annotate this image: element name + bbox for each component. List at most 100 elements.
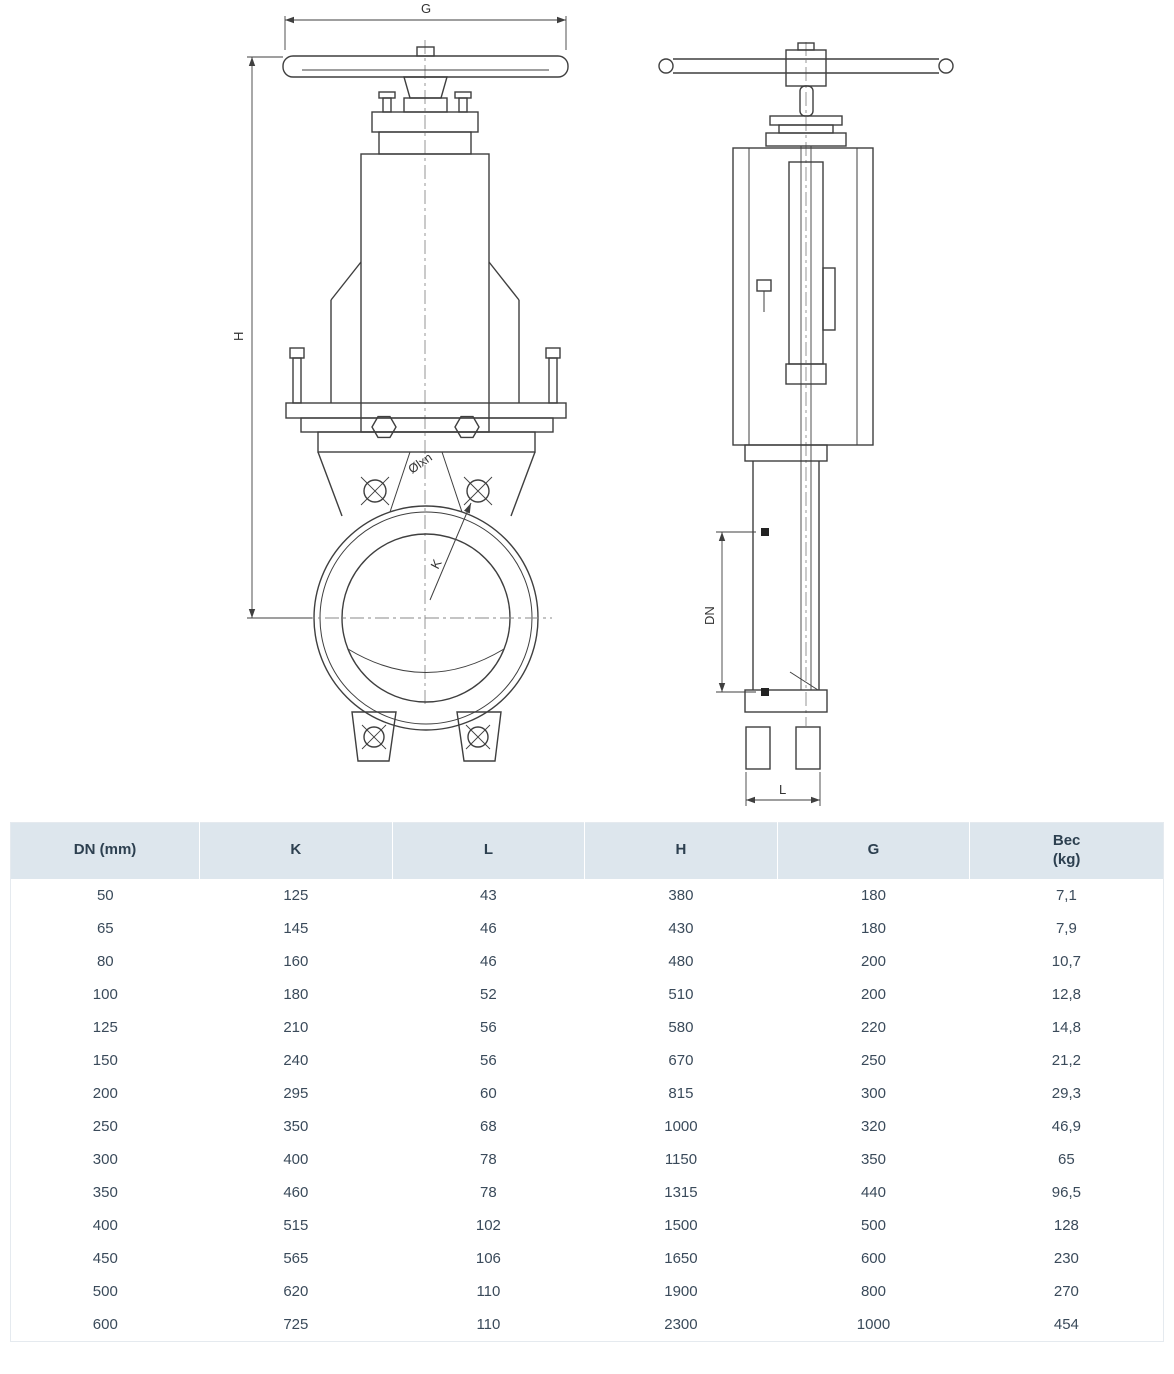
cell-bec: 230 [969,1241,1164,1275]
cell-k: 295 [199,1076,393,1110]
cell-bec: 96,5 [969,1175,1164,1209]
body-profile [744,444,828,770]
cell-l: 56 [392,1010,585,1044]
bolt-hole-left [363,479,387,503]
cell-bec: 128 [969,1208,1164,1242]
cell-bec: 46,9 [969,1109,1164,1143]
cell-k: 515 [199,1208,393,1242]
cell-bec: 10,7 [969,944,1164,978]
cell-dn: 100 [10,977,200,1011]
cell-g: 200 [777,944,970,978]
table-row: 250 350 68 1000 320 46,9 [10,1109,1164,1143]
table-row: 600 725 110 2300 1000 454 [10,1307,1164,1341]
page: G [10,1,1164,1342]
table-row: 500 620 110 1900 800 270 [10,1274,1164,1308]
cell-l: 56 [392,1043,585,1077]
dimension-g: G [284,1,567,50]
table-row: 400 515 102 1500 500 128 [10,1208,1164,1242]
cell-dn: 350 [10,1175,200,1209]
cell-dn: 150 [10,1043,200,1077]
dimension-h-label: H [231,332,246,341]
table-row: 65 145 46 430 180 7,9 [10,911,1164,945]
cell-h: 580 [584,1010,778,1044]
header-bec: Bec (kg) [969,822,1164,879]
dimension-dn-label: DN [702,606,717,625]
table-row: 150 240 56 670 250 21,2 [10,1043,1164,1077]
cell-bec: 12,8 [969,977,1164,1011]
cell-g: 200 [777,977,970,1011]
cell-l: 52 [392,977,585,1011]
dimension-l: L [745,772,821,806]
mounting-lugs [351,711,502,762]
flange-assembly [285,402,567,453]
cell-k: 725 [199,1307,393,1341]
cell-h: 670 [584,1043,778,1077]
cell-h: 430 [584,911,778,945]
cell-h: 2300 [584,1307,778,1341]
table-row: 50 125 43 380 180 7,1 [10,878,1164,912]
cell-dn: 50 [10,878,200,912]
table-row: 100 180 52 510 200 12,8 [10,977,1164,1011]
cell-bec: 7,9 [969,911,1164,945]
yoke-frame [732,146,874,690]
cell-dn: 250 [10,1109,200,1143]
header-h: H [584,822,778,879]
cell-l: 46 [392,911,585,945]
cell-bec: 21,2 [969,1043,1164,1077]
table-header-row: DN (mm) K L H G Bec (kg) [10,822,1164,879]
cell-h: 1150 [584,1142,778,1176]
cell-k: 565 [199,1241,393,1275]
handwheel [282,46,569,99]
cell-dn: 450 [10,1241,200,1275]
cell-dn: 500 [10,1274,200,1308]
cell-dn: 600 [10,1307,200,1341]
cell-g: 250 [777,1043,970,1077]
front-view-drawing: G [231,1,569,762]
cell-k: 125 [199,878,393,912]
knife-gate-valve-drawing: G [231,1,954,806]
header-l: L [391,822,585,879]
cell-g: 180 [777,911,970,945]
cell-k: 620 [199,1274,393,1308]
cell-h: 1315 [584,1175,778,1209]
cell-l: 78 [392,1142,585,1176]
cell-h: 480 [584,944,778,978]
seat-marker-top [761,528,769,536]
cell-g: 350 [777,1142,970,1176]
cell-l: 110 [392,1274,585,1308]
cell-dn: 400 [10,1208,200,1242]
header-k: K [199,822,393,879]
cell-bec: 270 [969,1274,1164,1308]
cell-g: 180 [777,878,970,912]
cell-h: 1900 [584,1274,778,1308]
valve-technical-drawing: G [231,1,954,806]
side-view-drawing: DN L [658,42,954,806]
cell-k: 350 [199,1109,393,1143]
cell-l: 60 [392,1076,585,1110]
table-row: 200 295 60 815 300 29,3 [10,1076,1164,1110]
dimensions-table-section: DN (mm) K L H G Bec (kg) 50 125 43 380 1 [10,822,1164,1342]
cell-h: 1000 [584,1109,778,1143]
table-row: 125 210 56 580 220 14,8 [10,1010,1164,1044]
cell-g: 300 [777,1076,970,1110]
right-side-bolt [545,347,561,359]
cell-h: 1650 [584,1241,778,1275]
cell-g: 320 [777,1109,970,1143]
dimensions-table: DN (mm) K L H G Bec (kg) 50 125 43 380 1 [10,822,1164,1342]
cell-bec: 14,8 [969,1010,1164,1044]
cell-l: 102 [392,1208,585,1242]
stem-assembly [371,91,479,155]
cell-k: 145 [199,911,393,945]
cell-k: 460 [199,1175,393,1209]
cell-l: 78 [392,1175,585,1209]
cell-dn: 200 [10,1076,200,1110]
cell-g: 220 [777,1010,970,1044]
cell-dn: 80 [10,944,200,978]
dimension-k-label: K [427,556,444,571]
hex-bolt-right [454,415,480,439]
seat-marker-bottom [761,688,769,696]
table-row: 300 400 78 1150 350 65 [10,1142,1164,1176]
cell-bec: 65 [969,1142,1164,1176]
dimension-dn: DN [702,531,756,693]
cell-l: 106 [392,1241,585,1275]
